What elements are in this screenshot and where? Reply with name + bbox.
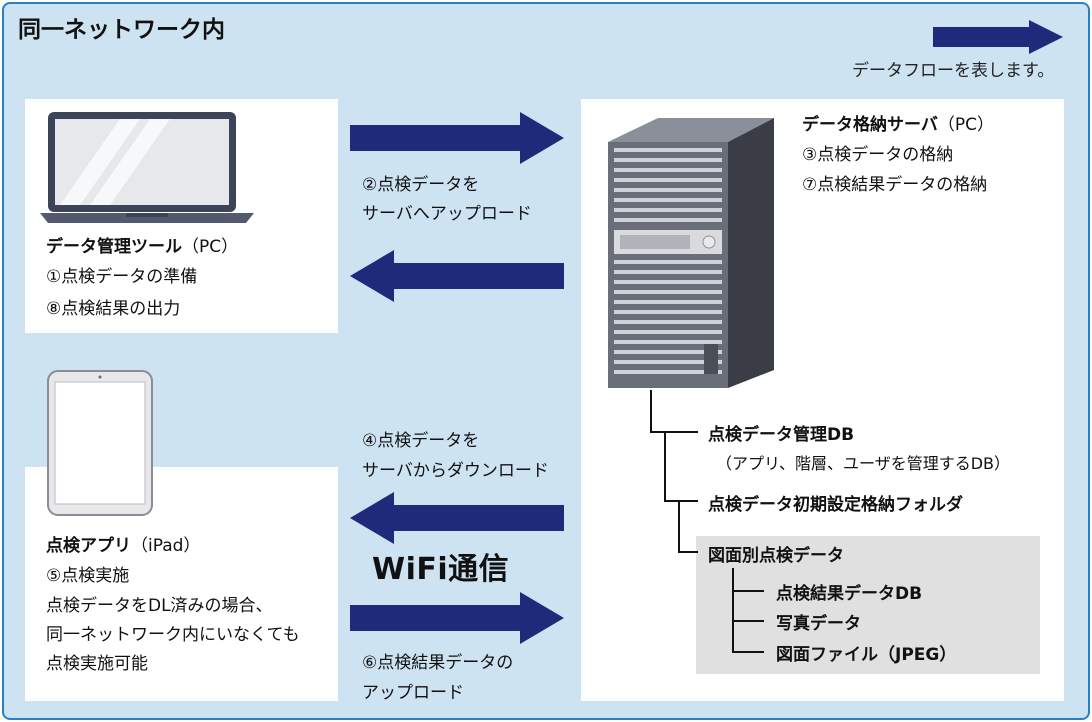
- network-title: 同一ネットワーク内: [18, 17, 225, 43]
- upload-label-2: サーバへアップロード: [362, 204, 532, 224]
- result-upload-arrow-icon: [350, 592, 564, 644]
- db-initial-label: 点検データ初期設定格納フォルダ: [708, 495, 963, 515]
- db-drawing-file-label: 図面ファイル（JPEG）: [776, 645, 957, 665]
- laptop-icon: [40, 112, 254, 223]
- wifi-label: WiFi通信: [372, 552, 510, 587]
- db-mgmt-note: （アプリ、階層、ユーザを管理するDB）: [716, 454, 1011, 473]
- ipad-line4: 点検実施可能: [46, 654, 148, 674]
- server-suffix: （PC）: [937, 115, 994, 135]
- tablet-icon: [47, 370, 153, 516]
- legend-text: データフローを表します。: [852, 61, 1055, 81]
- ipad-line3: 同一ネットワーク内にいなくても: [46, 625, 300, 645]
- server-line2: ⑦点検結果データの格納: [802, 175, 988, 195]
- tree-sub-branch-result: [732, 590, 764, 592]
- ipad-name: 点検アプリ: [46, 536, 131, 556]
- download-to-pc-arrow-icon: [350, 250, 564, 302]
- tree-trunk: [650, 390, 652, 432]
- ipad-name-line: 点検アプリ（iPad）: [46, 533, 200, 559]
- db-drawing-label: 図面別点検データ: [708, 546, 844, 566]
- tree-branch-drawing: [678, 551, 698, 553]
- result-label-1: ⑥点検結果データの: [362, 653, 514, 673]
- db-result-label: 点検結果データDB: [776, 584, 923, 604]
- upload-label-1: ②点検データを: [362, 175, 480, 195]
- tree-sub-branch-photo: [732, 620, 764, 622]
- pc-tool-suffix: （PC）: [182, 237, 239, 257]
- server-line1: ③点検データの格納: [802, 145, 954, 165]
- tree-trunk-2: [664, 431, 666, 501]
- legend-arrow-icon: [933, 20, 1063, 54]
- pc-tool-name: データ管理ツール: [46, 237, 182, 257]
- ipad-suffix: （iPad）: [131, 536, 201, 556]
- pc-tool-line1: ①点検データの準備: [46, 267, 198, 287]
- server-name: データ格納サーバ: [802, 115, 938, 135]
- tree-branch-mgmt: [650, 431, 698, 433]
- upload-arrow-icon: [350, 112, 564, 164]
- ipad-line1: ⑤点検実施: [46, 566, 130, 586]
- download-label-2: サーバからダウンロード: [362, 461, 549, 481]
- ipad-line2: 点検データをDL済みの場合、: [46, 596, 273, 616]
- tree-sub-branch-file: [732, 651, 764, 653]
- tree-branch-initial: [664, 500, 698, 502]
- tree-sub-trunk: [732, 568, 734, 652]
- server-name-line: データ格納サーバ（PC）: [802, 112, 994, 138]
- db-mgmt-label: 点検データ管理DB: [708, 425, 855, 445]
- pc-tool-name-line: データ管理ツール（PC）: [46, 234, 238, 260]
- db-photo-label: 写真データ: [776, 614, 861, 634]
- result-label-2: アップロード: [362, 683, 464, 703]
- server-tower-icon: [608, 118, 774, 388]
- download-label-1: ④点検データを: [362, 431, 480, 451]
- pc-tool-line2: ⑧点検結果の出力: [46, 299, 181, 319]
- download-to-ipad-arrow-icon: [350, 492, 564, 544]
- tree-trunk-3: [678, 500, 680, 552]
